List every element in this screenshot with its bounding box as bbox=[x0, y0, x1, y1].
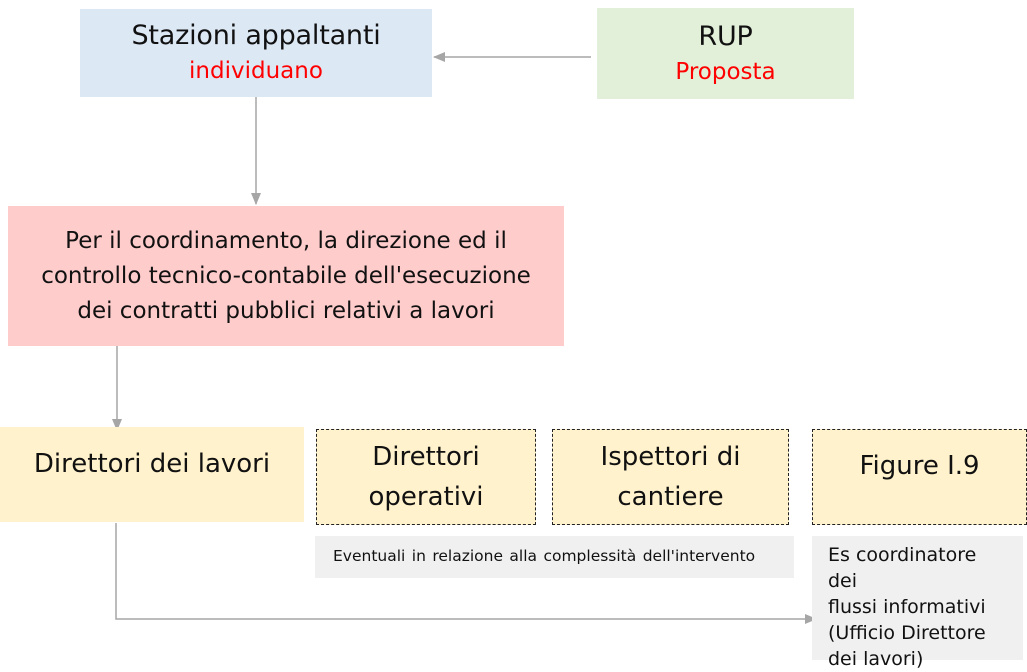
coordinatore-line: (Ufficio Direttore bbox=[828, 622, 986, 644]
stazioni-appaltanti-box: Stazioni appaltanti individuano bbox=[80, 9, 432, 97]
figure-label: Figure I.9 bbox=[859, 451, 980, 481]
coordinatore-line: flussi informativi bbox=[828, 596, 986, 618]
figure-i9-box: Figure I.9 bbox=[812, 429, 1027, 525]
direttori-lavori-box: Direttori dei lavori bbox=[0, 427, 304, 522]
coordinamento-line: Per il coordinamento, la direzione ed il bbox=[65, 227, 507, 254]
direttori-lavori-label: Direttori dei lavori bbox=[33, 449, 271, 479]
coordinatore-line: Es coordinatore dei bbox=[828, 544, 977, 592]
coordinamento-line: dei contratti pubblici relativi a lavori bbox=[77, 297, 495, 324]
rup-action: Proposta bbox=[675, 58, 776, 85]
eventuali-note: Eventuali in relazione alla complessità … bbox=[315, 536, 794, 578]
ispettori-line: cantiere bbox=[617, 482, 724, 512]
direttori-operativi-line: Direttori bbox=[372, 442, 480, 472]
rup-box: RUP Proposta bbox=[597, 8, 854, 99]
ispettori-line: Ispettori di bbox=[600, 442, 741, 472]
stazioni-title: Stazioni appaltanti bbox=[131, 20, 381, 51]
coordinamento-box: Per il coordinamento, la direzione ed il… bbox=[8, 206, 564, 346]
coordinatore-line: dei lavori) bbox=[828, 648, 924, 670]
direttori-operativi-box: Direttori operativi bbox=[316, 429, 536, 525]
coordinamento-line: controllo tecnico-contabile dell'esecuzi… bbox=[41, 262, 531, 289]
rup-title: RUP bbox=[698, 20, 753, 52]
ispettori-cantiere-box: Ispettori di cantiere bbox=[552, 429, 789, 525]
stazioni-action: individuano bbox=[189, 58, 323, 84]
direttori-operativi-line: operativi bbox=[368, 482, 484, 512]
coordinatore-note: Es coordinatore dei flussi informativi (… bbox=[812, 536, 1023, 670]
